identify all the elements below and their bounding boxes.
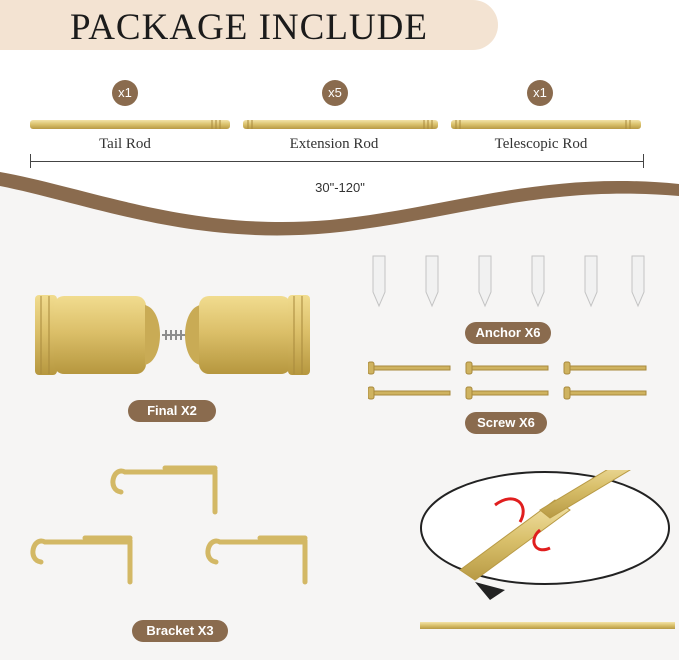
bracket-label: Bracket X3 [132, 620, 228, 642]
screw-6 [563, 386, 647, 400]
anchor-label: Anchor X6 [465, 322, 551, 344]
anchors-illustration [372, 255, 645, 308]
telescopic-rod-qty-badge: x1 [527, 80, 553, 106]
dimension-line [30, 161, 644, 162]
rods-illustration [30, 120, 641, 129]
dimension-tick-right [643, 154, 644, 168]
extension-rod-grooves [247, 120, 433, 129]
zoom-pointer [475, 582, 505, 600]
tail-rod-qty-badge: x1 [112, 80, 138, 106]
rotate-arrow-icon [494, 497, 551, 552]
tail-rod-label: Tail Rod [99, 136, 151, 152]
finials-illustration [35, 295, 310, 375]
telescopic-detail [420, 470, 675, 629]
bracket-1 [110, 465, 218, 515]
tail-rod-image [30, 120, 230, 129]
tail-rod-grooves [211, 120, 221, 129]
anchor-1 [372, 255, 386, 308]
telescopic-rod-grooves [455, 120, 631, 129]
screw-3 [563, 361, 647, 375]
anchor-6 [631, 255, 645, 308]
anchor-4 [531, 255, 545, 308]
anchor-5 [584, 255, 598, 308]
screw-5 [465, 386, 549, 400]
finial-label: Final X2 [128, 400, 216, 422]
screw-1 [368, 361, 451, 375]
dimension-tick-left [30, 154, 31, 168]
bottom-rod [420, 622, 675, 629]
page-title: PACKAGE INCLUDE [70, 7, 428, 48]
dimension-text: 30"-120" [315, 180, 365, 195]
brackets-illustration [30, 465, 308, 585]
extension-rod-image [243, 120, 438, 129]
screw-4 [368, 386, 451, 400]
telescopic-rod-label: Telescopic Rod [494, 136, 588, 152]
anchor-3 [478, 255, 492, 308]
bracket-2 [30, 535, 133, 585]
finial-right [185, 295, 310, 375]
finial-left [35, 295, 160, 375]
anchor-2 [425, 255, 439, 308]
screw-label: Screw X6 [465, 412, 547, 434]
title-banner [0, 0, 498, 50]
screws-illustration [368, 361, 647, 400]
telescopic-rod-image [451, 120, 641, 129]
screw-2 [465, 361, 549, 375]
extension-rod-label: Extension Rod [289, 136, 379, 152]
extension-rod-qty-badge: x5 [322, 80, 348, 106]
bracket-3 [205, 535, 308, 585]
zoom-rod [459, 470, 631, 581]
